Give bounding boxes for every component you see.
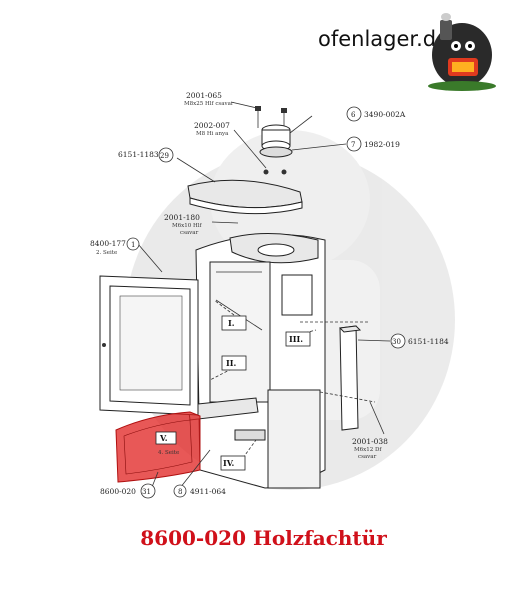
callout-29: 29	[160, 152, 169, 160]
top-screws	[255, 106, 287, 175]
label-1982-019: 1982-019	[364, 140, 400, 149]
label-6151-1184: 6151-1184	[408, 337, 449, 346]
label-2001-180-desc1: M6x10 Hlf	[172, 223, 203, 229]
label-2001-038-desc2: csavar	[358, 454, 377, 460]
label-2002-007: 2002-007	[194, 121, 230, 130]
part-caption: 8600-020 Holzfachtür	[140, 526, 387, 550]
brand-text: ofenlager.de	[318, 27, 449, 51]
callout-1: 1	[131, 241, 135, 249]
label-2001-180-desc2: csavar	[180, 230, 199, 236]
roman-label-IV: IV.	[223, 458, 235, 468]
stove-mascot-icon	[428, 13, 496, 91]
brand-logo: ofenlager.de	[318, 13, 496, 91]
callout-8: 8	[178, 488, 182, 496]
label-2001-038-desc1: M6x12 Df	[354, 447, 382, 453]
label-2001-180: 2001-180	[164, 213, 200, 222]
callout-7: 7	[351, 141, 355, 149]
side-door	[99, 275, 199, 416]
roman-label-V: V.	[159, 433, 168, 443]
label-2002-007-desc: M8 Hi anya	[196, 131, 229, 137]
flue-collar	[259, 124, 293, 158]
label-8400-177: 8400-177	[90, 239, 126, 248]
callout-30: 30	[392, 338, 401, 346]
side-panel	[338, 325, 362, 431]
door-side-note: 4. Seite	[158, 450, 179, 456]
label-2001-065: 2001-065	[186, 91, 222, 100]
label-4911-064: 4911-064	[190, 487, 226, 496]
callout-31: 31	[142, 488, 151, 496]
label-8600-020: 8600-020	[100, 487, 136, 496]
roman-label-I: I.	[228, 318, 235, 328]
label-6151-1183: 6151-1183	[118, 150, 159, 159]
label-2001-038: 2001-038	[352, 437, 388, 446]
roman-label-II: II.	[226, 358, 236, 368]
stove-body	[195, 233, 326, 489]
top-cover-plate	[187, 179, 303, 215]
label-2001-065-desc: M8x25 Hlf csavar	[184, 101, 234, 107]
roman-label-III: III.	[289, 334, 303, 344]
wood-compartment-door	[115, 411, 201, 483]
callout-6: 6	[351, 111, 356, 119]
label-3490-002A: 3490-002A	[364, 110, 406, 119]
label-8400-177-desc: 2. Seite	[96, 250, 117, 256]
